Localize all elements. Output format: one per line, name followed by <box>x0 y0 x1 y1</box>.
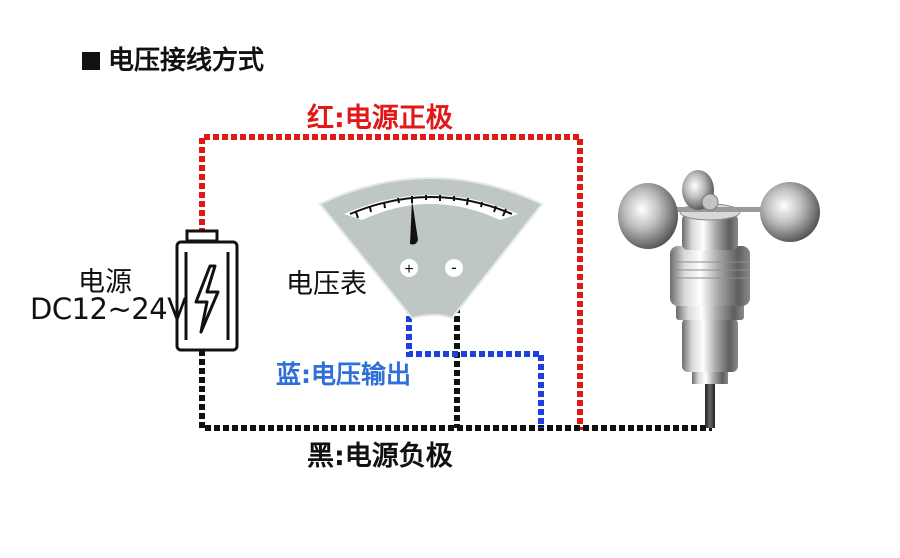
power-supply-spec: DC12~24V <box>30 292 187 326</box>
voltmeter-label: 电压表 <box>286 269 367 300</box>
square-bullet-icon <box>82 52 100 70</box>
power-supply-icon <box>175 229 239 352</box>
power-supply-label: 电源 <box>78 267 132 298</box>
voltmeter-needle <box>410 200 418 245</box>
red-wire-label: 红:电源正极 <box>307 103 453 134</box>
diagram-title: 电压接线方式 <box>82 40 264 77</box>
voltmeter-icon: + - <box>318 177 544 320</box>
plus-terminal-label: + <box>404 261 413 278</box>
blue-wire <box>406 280 544 428</box>
red-wire <box>199 134 583 430</box>
blue-wire-label: 蓝:电压输出 <box>276 360 411 389</box>
title-text: 电压接线方式 <box>108 46 265 76</box>
black-wire-label: 黑:电源负极 <box>307 441 453 472</box>
anemometer-icon <box>618 170 820 428</box>
minus-terminal-label: - <box>451 258 457 277</box>
